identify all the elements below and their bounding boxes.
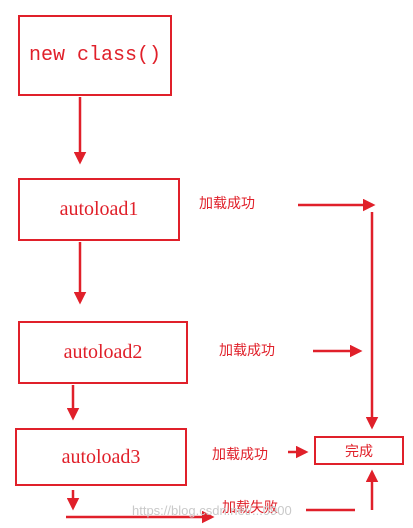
label-load-success-1: 加载成功 — [199, 196, 255, 212]
node-autoload3: autoload3 — [15, 428, 187, 486]
label-load-success-2: 加载成功 — [219, 343, 275, 359]
node-done: 完成 — [314, 436, 404, 465]
watermark-text: https://blog.csdn.net/...0900 — [132, 503, 292, 518]
node-autoload2: autoload2 — [18, 321, 188, 384]
label-load-fail: 加载失败 — [222, 500, 278, 516]
node-new-class: new class() — [18, 15, 172, 96]
label-load-success-3: 加载成功 — [212, 447, 268, 463]
node-autoload1: autoload1 — [18, 178, 180, 241]
